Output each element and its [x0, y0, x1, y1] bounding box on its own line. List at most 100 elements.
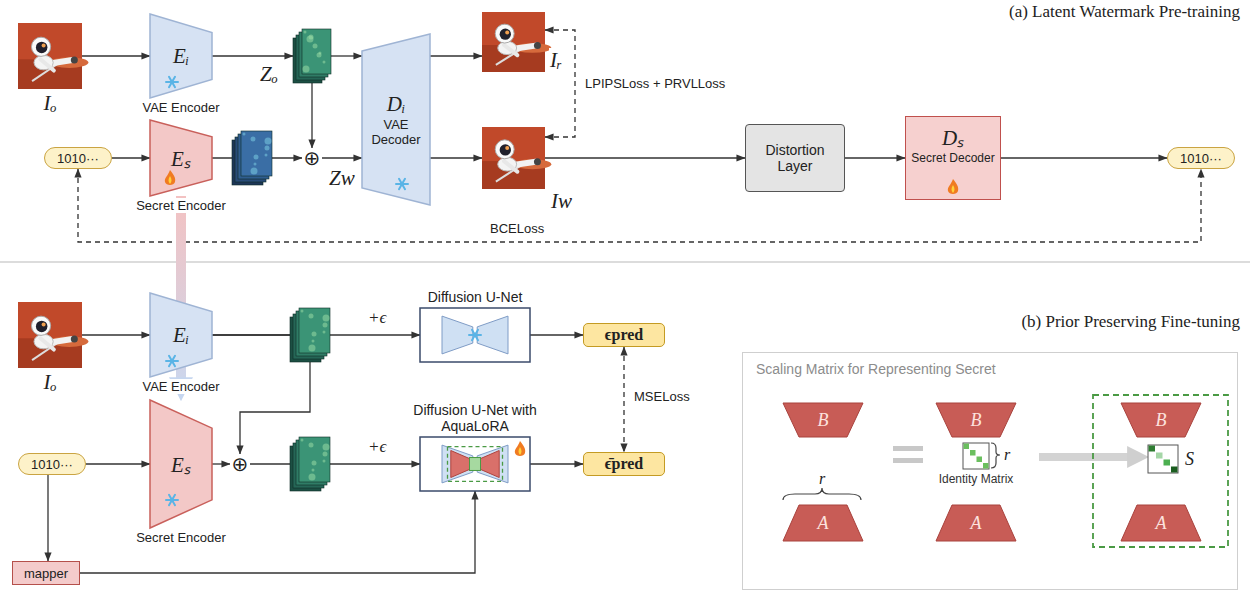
astronaut-body — [498, 157, 517, 171]
node-label: Eₛ — [171, 144, 191, 172]
node-label: A — [818, 513, 829, 534]
boot — [71, 335, 78, 342]
feature-texture — [254, 155, 259, 160]
node-label: mapper — [24, 566, 68, 581]
node-caption: Zₒ — [259, 62, 279, 87]
text-stack: B — [783, 403, 863, 437]
shape — [482, 12, 545, 72]
lora-dashed-box — [448, 447, 503, 482]
unet-up — [477, 445, 508, 483]
node-label: 1010··· — [1180, 151, 1222, 166]
text-stack: ⊕ — [302, 148, 322, 168]
matrix-diagonal — [964, 444, 970, 450]
connector — [545, 157, 745, 158]
input-image: Iₒ — [18, 23, 82, 89]
astronaut-body — [34, 334, 53, 349]
shape — [420, 437, 530, 491]
vae-encoder: EᵢVAE Encoder — [150, 14, 212, 98]
visor-glint — [505, 30, 509, 34]
connector — [212, 463, 230, 464]
feature-layer — [299, 308, 330, 353]
astronaut-arm — [504, 161, 517, 172]
text-stack: Eₛ — [150, 120, 212, 196]
matrix-frame — [963, 443, 989, 469]
latent-feature-map: Zₒ — [293, 29, 331, 83]
text-stack: 1010··· — [1168, 148, 1234, 168]
feature-texture — [303, 66, 310, 73]
identity-matrix: Identity Matrix — [963, 443, 989, 469]
text-stack: B — [936, 403, 1016, 437]
scaling-matrix: S — [1148, 445, 1178, 473]
distortion-layer: Distortion Layer — [745, 124, 845, 192]
astronaut-arm — [40, 338, 53, 349]
connector — [112, 157, 150, 158]
edge-label: MSELoss — [632, 389, 692, 404]
lora-down — [451, 451, 470, 478]
connector — [212, 55, 293, 56]
shape — [18, 23, 82, 89]
connector — [989, 453, 1148, 461]
matrix-diagonal — [1149, 446, 1156, 452]
lora-a: A — [936, 505, 1016, 541]
text-stack: Eᵢ — [150, 14, 212, 98]
connector — [86, 463, 150, 464]
shape — [1148, 445, 1178, 473]
feature-layer — [302, 29, 331, 74]
lora-b-trapezoid — [1121, 403, 1201, 437]
feature-texture — [304, 31, 307, 34]
text-stack: Eᵢ — [150, 293, 212, 377]
panel-label: r — [817, 470, 827, 488]
feature-texture — [323, 444, 330, 451]
matrix-diagonal — [1164, 460, 1171, 466]
edge-label: Zw — [327, 166, 357, 191]
helmet — [31, 37, 50, 56]
astronaut-body — [498, 41, 517, 54]
connector — [82, 55, 150, 56]
rank-brace — [991, 443, 1000, 468]
connector — [430, 55, 482, 56]
trainable-icon — [165, 170, 175, 185]
edge-label: LPIPSLoss + PRVLLoss — [583, 76, 727, 91]
text-stack: A — [1121, 505, 1201, 541]
encoder-trapezoid — [150, 120, 212, 196]
feature-layer — [241, 131, 272, 176]
connector — [82, 334, 150, 335]
encoder-trapezoid — [150, 14, 212, 98]
feature-texture — [251, 168, 258, 175]
text-stack: ϵpred — [584, 324, 664, 346]
feature-texture — [309, 314, 314, 319]
frozen-icon — [169, 77, 175, 87]
flame-outer — [515, 441, 525, 456]
node-label: B — [1156, 410, 1167, 431]
connector — [623, 347, 624, 452]
node-label: Eₛ — [171, 450, 191, 478]
visor-glint — [42, 43, 46, 47]
connector — [845, 157, 905, 158]
node-label: VAE Decoder — [365, 117, 427, 147]
helmet — [495, 140, 514, 159]
trainable-icon — [515, 441, 525, 456]
edge-label: BCELoss — [488, 221, 546, 236]
text-stack: B — [1121, 403, 1201, 437]
secret-encoder: EₛSecret Encoder — [150, 120, 212, 196]
trainable-icon — [948, 179, 958, 194]
boot — [534, 42, 541, 49]
feature-texture — [323, 460, 326, 463]
lora-b-trapezoid — [783, 403, 863, 437]
node-label: B — [818, 410, 829, 431]
vae-decoder: DᵢVAE Decoder — [362, 34, 430, 205]
frozen-icon — [169, 356, 175, 366]
latent-feature-map — [290, 308, 330, 362]
text-stack: DᵢVAE Decoder — [362, 34, 430, 205]
node-label: A — [1156, 513, 1167, 534]
flame-inner — [519, 447, 522, 455]
frozen-icon — [169, 495, 175, 505]
node-caption: Iₒ — [43, 91, 58, 116]
lora-up — [481, 451, 500, 478]
lora-b-trapezoid — [936, 403, 1016, 437]
text-stack: ⊕ — [230, 454, 250, 474]
shape — [963, 443, 989, 469]
boot — [534, 158, 541, 165]
diffusion-unet: Diffusion U-Net — [420, 308, 530, 362]
astronaut-body — [34, 55, 53, 70]
